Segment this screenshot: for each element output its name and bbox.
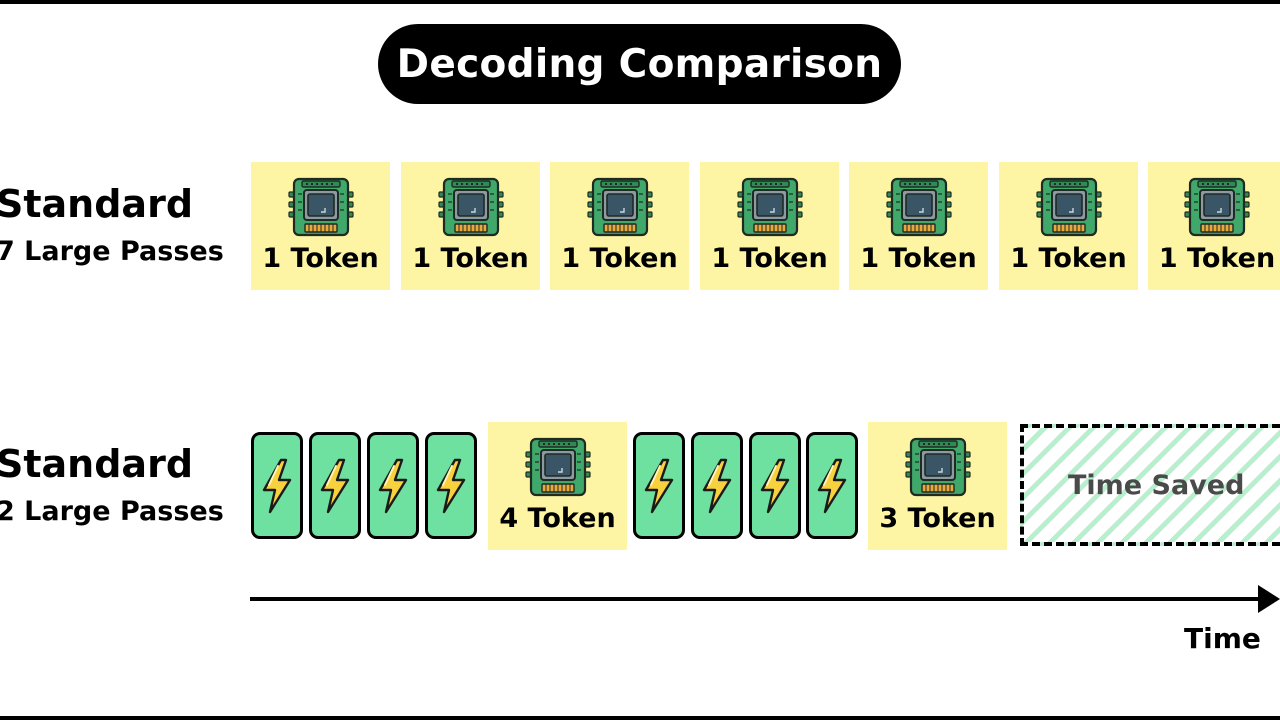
time-saved-label: Time Saved <box>1068 470 1245 501</box>
lightning-bolt-icon <box>699 458 735 514</box>
row-2-token-label-2: 3 Token <box>879 503 996 534</box>
row-1-token-box-6: 1 Token <box>999 162 1138 290</box>
row-1-token-label-2: 1 Token <box>412 243 529 274</box>
row-2-subtitle: 2 Large Passes <box>0 496 224 527</box>
row-1-token-box-2: 1 Token <box>401 162 540 290</box>
lightning-bolt-icon <box>317 458 353 514</box>
draft-step-card <box>367 432 419 539</box>
processor-chip-icon <box>737 176 803 242</box>
row-1-token-box-7: 1 Token <box>1148 162 1280 290</box>
bottom-border <box>0 716 1280 720</box>
lightning-bolt-icon <box>259 458 295 514</box>
draft-step-card <box>691 432 743 539</box>
lightning-bolt-icon <box>814 458 850 514</box>
time-saved-box: Time Saved <box>1020 424 1280 546</box>
lightning-bolt-icon <box>641 458 677 514</box>
row-1-token-box-4: 1 Token <box>700 162 839 290</box>
row-1-token-box-3: 1 Token <box>550 162 689 290</box>
processor-chip-icon <box>288 176 354 242</box>
row-1-label: Standard 7 Large Passes <box>0 183 224 269</box>
processor-chip-icon <box>438 176 504 242</box>
processor-chip-icon <box>587 176 653 242</box>
time-axis-label: Time <box>1184 622 1261 655</box>
row-1-token-label-3: 1 Token <box>561 243 678 274</box>
row-1-token-label-7: 1 Token <box>1158 243 1276 274</box>
lightning-bolt-icon <box>757 458 793 514</box>
row-2-token-box-1: 4 Token <box>488 422 627 550</box>
row-2-token-box-2: 3 Token <box>868 422 1007 550</box>
draft-step-card <box>806 432 858 539</box>
row-1-title: Standard <box>0 182 194 226</box>
diagram-title: Decoding Comparison <box>378 24 901 104</box>
processor-chip-icon <box>905 436 971 502</box>
row-1-token-box-5: 1 Token <box>849 162 988 290</box>
row-1-token-label-6: 1 Token <box>1010 243 1127 274</box>
row-2-label: Standard 2 Large Passes <box>0 443 224 529</box>
row-1-token-label-5: 1 Token <box>860 243 977 274</box>
top-border <box>0 0 1280 4</box>
row-1-token-box-1: 1 Token <box>251 162 390 290</box>
lightning-bolt-icon <box>433 458 469 514</box>
draft-step-card <box>633 432 685 539</box>
lightning-bolt-icon <box>375 458 411 514</box>
processor-chip-icon <box>525 436 591 502</box>
row-2-token-label-1: 4 Token <box>499 503 616 534</box>
draft-step-card <box>251 432 303 539</box>
draft-step-card <box>749 432 801 539</box>
row-1-token-label-1: 1 Token <box>262 243 379 274</box>
processor-chip-icon <box>1184 176 1250 242</box>
processor-chip-icon <box>886 176 952 242</box>
row-2-title: Standard <box>0 442 194 486</box>
row-1-token-label-4: 1 Token <box>711 243 828 274</box>
time-axis-arrow <box>250 585 1280 613</box>
processor-chip-icon <box>1036 176 1102 242</box>
draft-step-card <box>309 432 361 539</box>
row-1-subtitle: 7 Large Passes <box>0 236 224 267</box>
draft-step-card <box>425 432 477 539</box>
